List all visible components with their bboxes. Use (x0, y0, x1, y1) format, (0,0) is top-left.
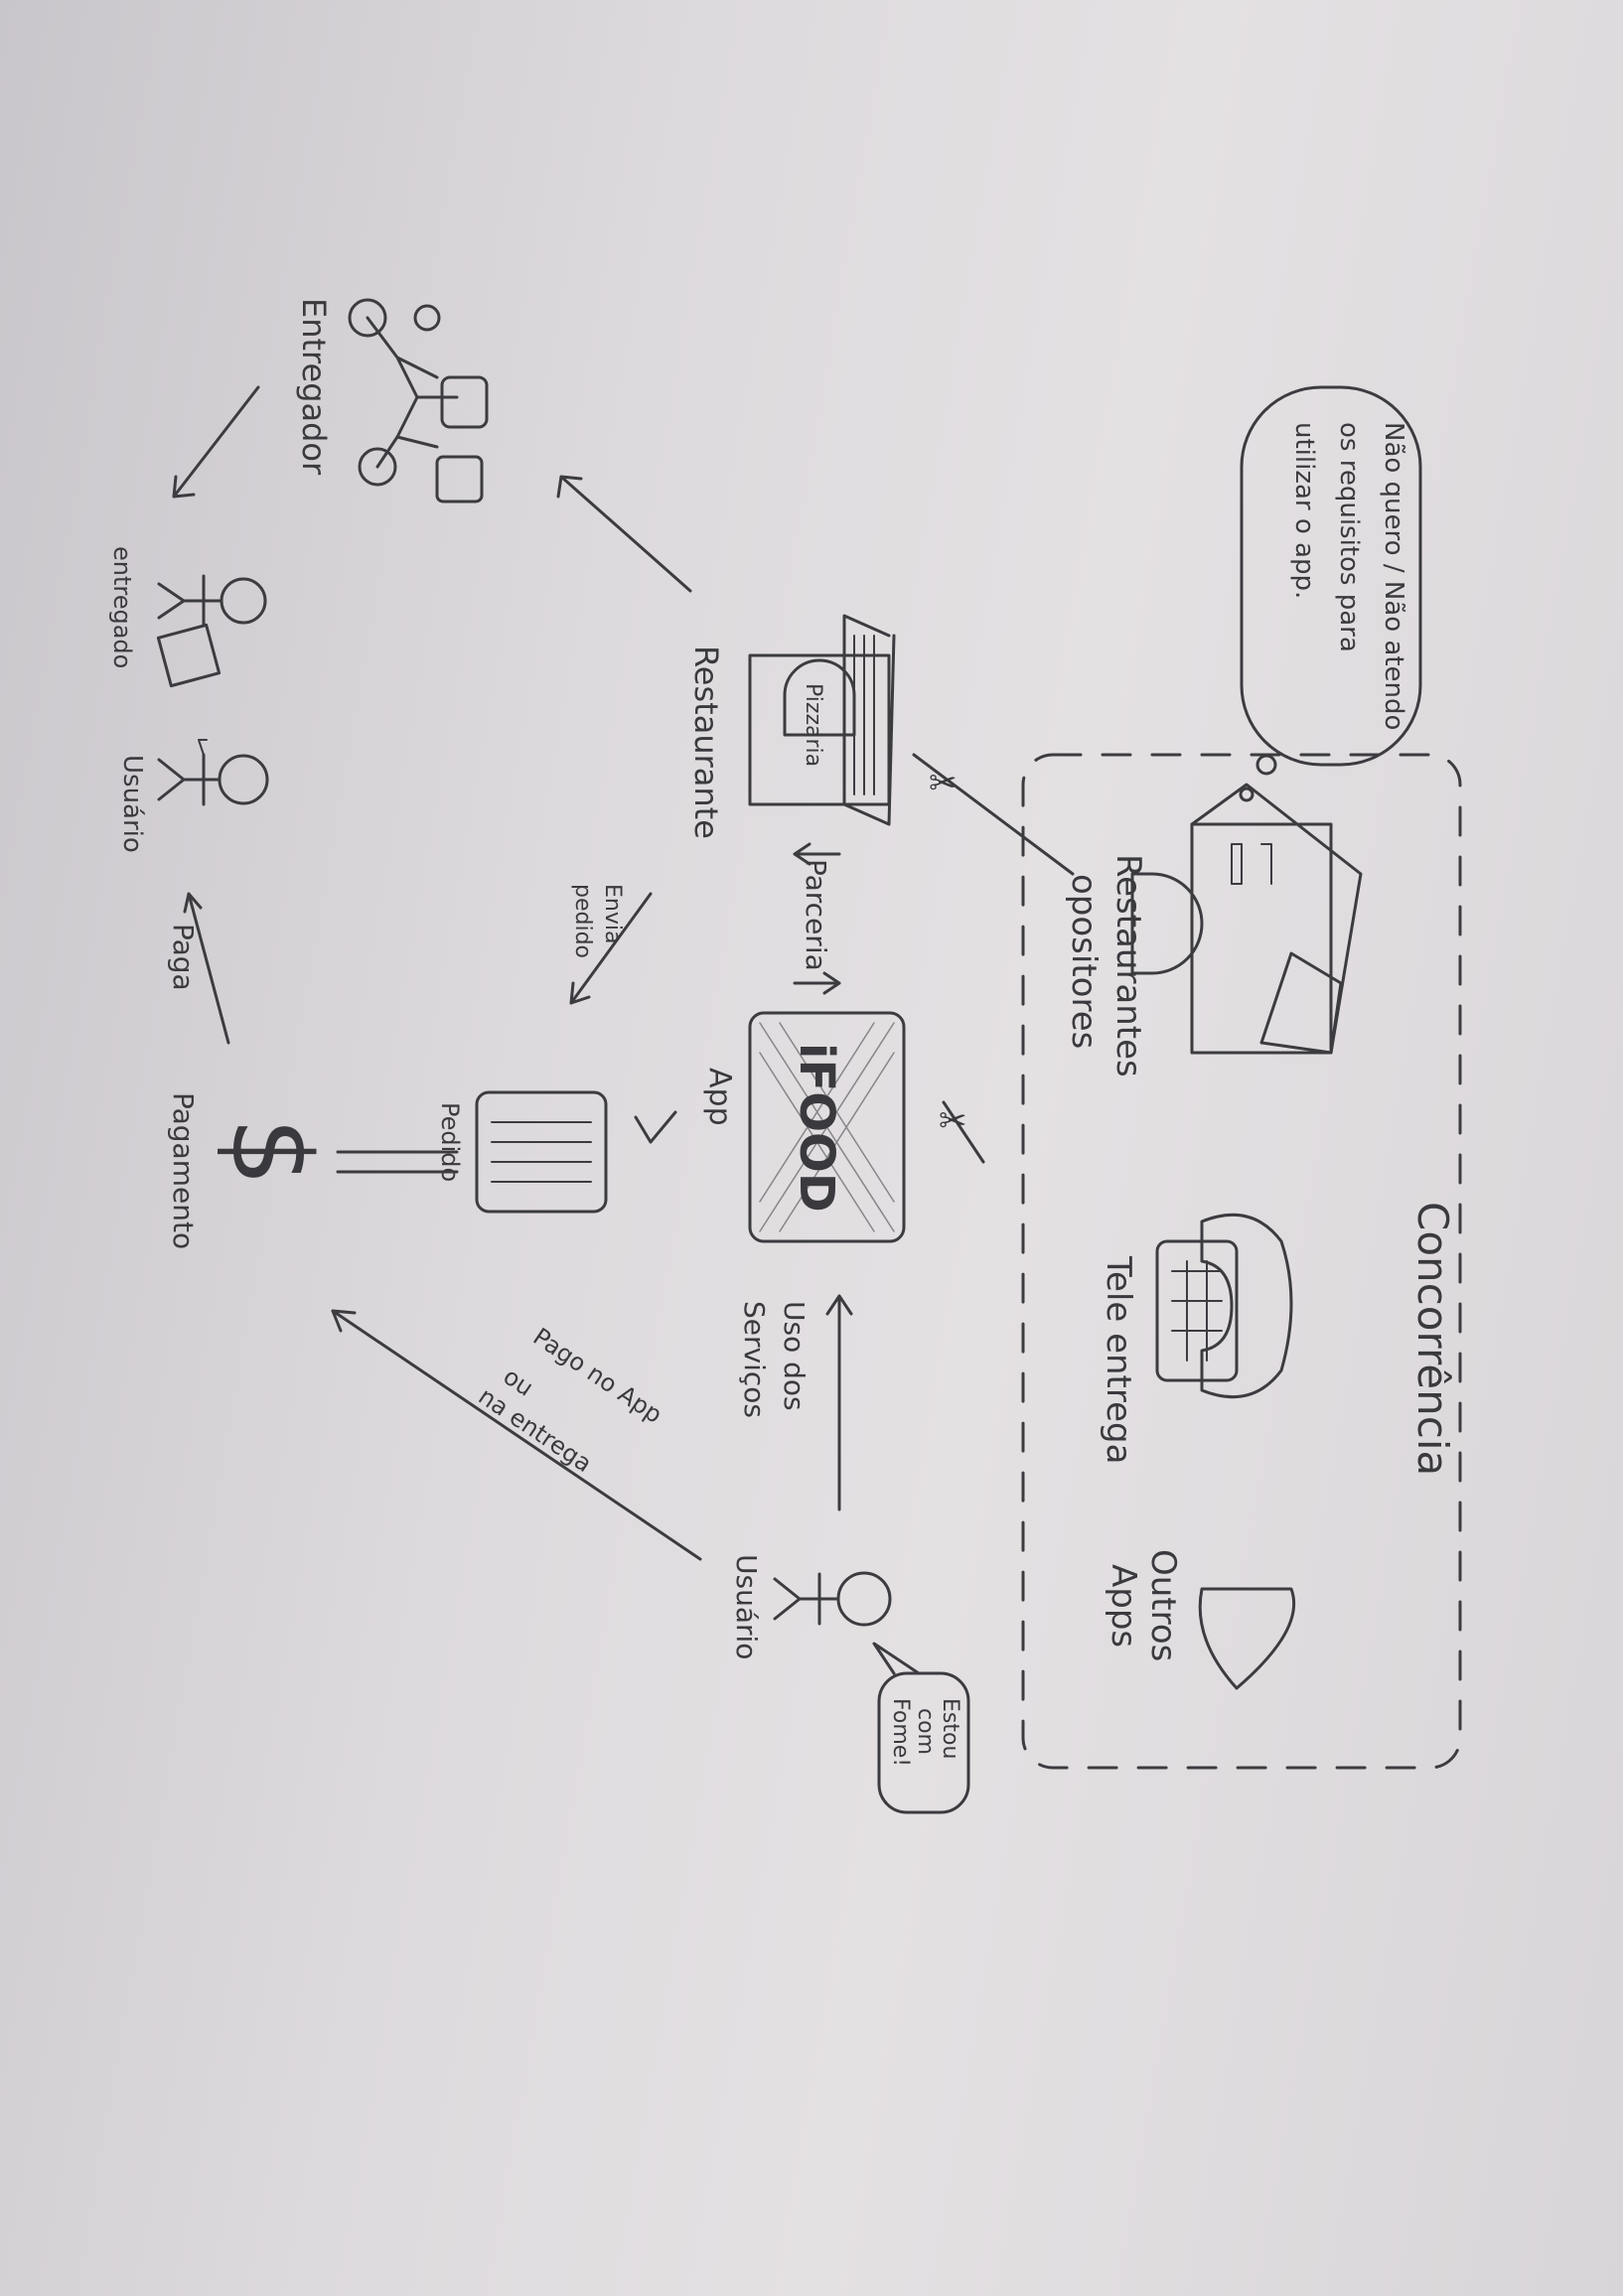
app-to-order-arrow (634, 1110, 677, 1144)
customer-figure (157, 739, 269, 806)
services-line2: Serviços (738, 1301, 771, 1418)
restaurant-sign: Pizzaria (801, 683, 825, 767)
delivered-group: entregado (108, 546, 267, 688)
pay-line1: Pago no App (528, 1323, 667, 1429)
order-to-payment-link (336, 1150, 459, 1174)
sends-order-group: Envia pedido (569, 884, 653, 1005)
order-icon (475, 1090, 608, 1214)
delivered-label: entregado (108, 546, 136, 668)
services-group: Uso dos Serviços (738, 1294, 853, 1511)
sends-order-line2: pedido (570, 884, 595, 958)
pay-line3: na entrega (474, 1382, 597, 1478)
opposing-restaurants-line1: Restaurantes (1108, 854, 1148, 1077)
scissors-icon-2: ✂ (939, 1101, 967, 1141)
pay-arrow (331, 1309, 702, 1561)
other-apps-group: Outros Apps (1104, 1549, 1296, 1690)
thought-line3: utilizar o app. (1289, 422, 1319, 599)
payment-to-customer-arrow: Paga (167, 892, 230, 1045)
delivery-person-figure (157, 574, 267, 628)
sends-order-arrow (569, 892, 653, 1005)
thought-line2: os requisitos para (1334, 422, 1364, 652)
app-logo: iFOOD (789, 1043, 844, 1213)
user-group: Usuário Estou com Fome! (730, 1554, 970, 1814)
user-figure (773, 1571, 892, 1627)
cut-line-restaurant (912, 753, 1075, 876)
user-label: Usuário (730, 1554, 763, 1659)
customer-left-group: Usuário (117, 739, 269, 853)
services-arrow (825, 1294, 853, 1511)
tele-delivery-label: Tele entrega (1099, 1255, 1138, 1464)
other-apps-line1: Outros (1143, 1549, 1183, 1661)
deliverer-group: Entregador (295, 298, 489, 503)
deliverer-to-customer-arrow (172, 385, 260, 499)
scissors-icon-1: ✂ (929, 764, 958, 803)
thought-bubble: Não quero / Não atendo os requisitos par… (1239, 385, 1422, 802)
speech-line1: Estou (938, 1698, 962, 1759)
order-label: Pedido (436, 1102, 464, 1182)
services-line1: Uso dos (778, 1301, 811, 1411)
speech-line2: com (913, 1708, 938, 1755)
cut-line-app (942, 1100, 985, 1164)
partnership-label: Parceria (800, 859, 832, 971)
thought-line1: Não quero / Não atendo (1379, 422, 1408, 730)
opposing-restaurants-group: Restaurantes opositores (1064, 783, 1363, 1077)
sends-order-line1: Envia (600, 884, 625, 943)
tele-delivery-group: Tele entrega (1099, 1213, 1293, 1464)
other-apps-line2: Apps (1104, 1564, 1143, 1648)
payment-group: $ Pagamento (167, 1092, 459, 1249)
payment-label: Pagamento (167, 1092, 200, 1249)
competition-title: Concorrência (1408, 1202, 1457, 1476)
competition-box: Concorrência (1021, 753, 1462, 1770)
telephone-icon (1155, 1213, 1293, 1399)
motorcycle-icon (348, 298, 489, 503)
user-speech-bubble: Estou com Fome! (872, 1642, 970, 1814)
dollar-icon: $ (208, 1117, 335, 1187)
opposing-restaurant-icon (1130, 783, 1363, 1055)
package-icon (156, 623, 221, 688)
app-group: iFOOD App (702, 1011, 906, 1243)
partnership-arrows: Parceria (793, 842, 841, 995)
restaurant-to-deliverer-arrow (556, 475, 692, 593)
other-apps-icon (1198, 1587, 1296, 1690)
pay-group: Pago no App ou na entrega (331, 1309, 702, 1561)
restaurant-label: Restaurante (687, 646, 725, 839)
order-group: Pedido (436, 1090, 608, 1214)
app-icon (748, 1011, 906, 1243)
pays-label: Paga (167, 924, 200, 991)
restaurant-group: Pizzaria Restaurante (687, 614, 896, 839)
customer-left-label: Usuário (117, 755, 147, 853)
opposing-restaurants-line2: opositores (1064, 874, 1104, 1049)
speech-line3: Fome! (888, 1698, 913, 1767)
app-label: App (702, 1068, 737, 1126)
deliverer-label: Entregador (295, 298, 333, 476)
restaurant-icon (748, 614, 896, 826)
